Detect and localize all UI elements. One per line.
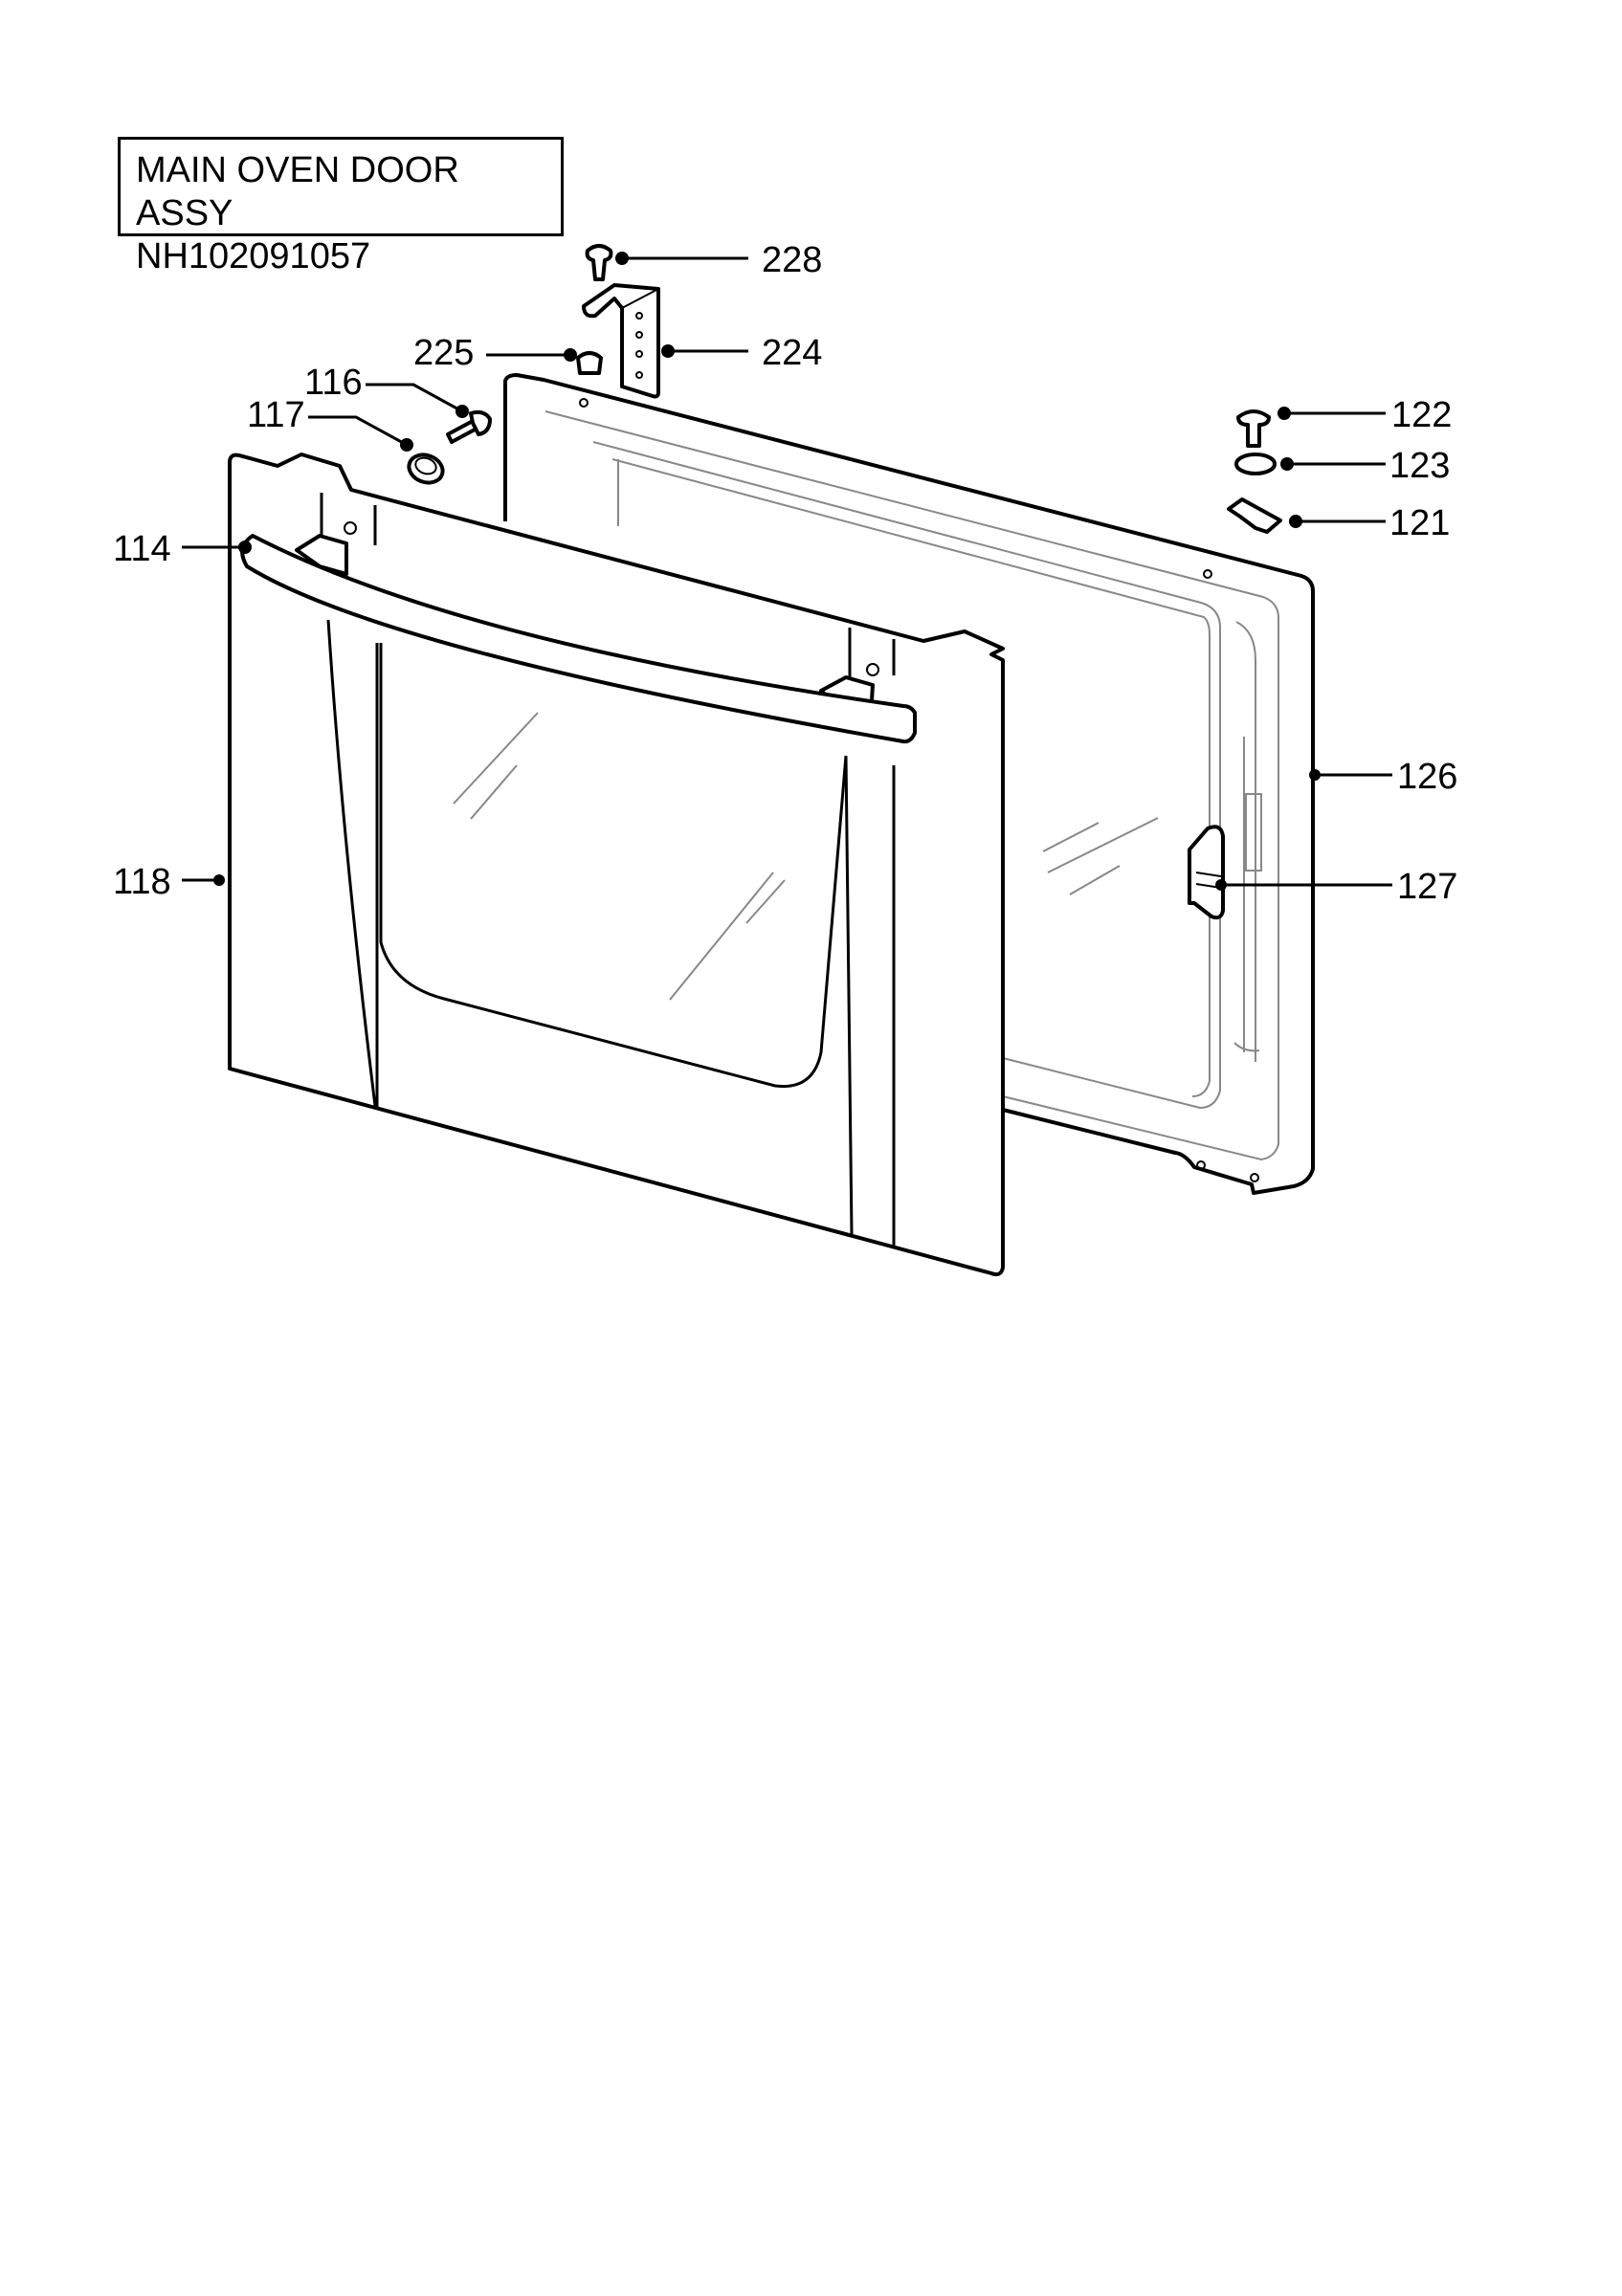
cap-225 [576, 351, 603, 375]
leader-123 [1280, 457, 1386, 471]
bush-117 [407, 453, 445, 485]
callout-123: 123 [1389, 446, 1450, 486]
assembly-part-number: NH102091057 [136, 236, 371, 276]
leader-114 [182, 541, 252, 554]
callout-114: 114 [113, 529, 171, 569]
bolt-116 [446, 409, 492, 444]
leader-228 [615, 252, 748, 265]
clip-121 [1227, 497, 1282, 534]
leader-127 [1215, 879, 1392, 891]
door-latch [1188, 825, 1225, 920]
door-handle [240, 534, 917, 744]
leader-225 [486, 348, 577, 362]
leader-117 [308, 415, 413, 452]
leader-122 [1278, 407, 1386, 420]
callout-224: 224 [762, 333, 822, 373]
leader-116 [366, 383, 469, 418]
hinge-bracket [582, 283, 660, 399]
washer-123 [1234, 453, 1277, 475]
callout-121: 121 [1389, 503, 1450, 543]
leader-126 [1309, 769, 1392, 781]
callout-116: 116 [304, 363, 363, 403]
leader-118 [182, 874, 225, 886]
callout-228: 228 [762, 240, 822, 280]
callout-117: 117 [247, 395, 305, 435]
callout-118: 118 [113, 862, 171, 902]
callout-126: 126 [1397, 757, 1457, 797]
callout-225: 225 [413, 333, 474, 373]
title-box: MAIN OVEN DOOR ASSY NH102091057 [118, 137, 564, 276]
screw-122 [1236, 409, 1271, 448]
outer-door-panel [228, 453, 1005, 1277]
leader-121 [1289, 515, 1386, 528]
screw-228 [585, 244, 613, 281]
callout-122: 122 [1391, 395, 1452, 435]
leader-224 [661, 344, 748, 358]
callout-127: 127 [1397, 867, 1457, 907]
assembly-title: MAIN OVEN DOOR ASSY [136, 150, 459, 233]
